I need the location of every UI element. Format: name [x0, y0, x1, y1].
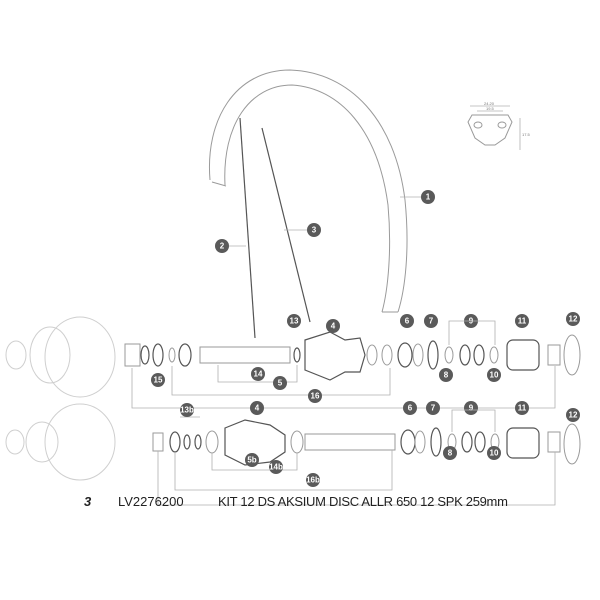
- callout-12b: 12: [566, 408, 580, 422]
- callout-2: 2: [215, 239, 229, 253]
- bottom-leader-lines: [157, 416, 556, 506]
- legend-ref-number: 3: [84, 494, 92, 509]
- callout-16: 16: [308, 389, 322, 403]
- svg-text:5: 5: [278, 379, 283, 388]
- part-legend-row: 3 LV2276200 KIT 12 DS AKSIUM DISC ALLR 6…: [0, 494, 600, 514]
- svg-text:14b: 14b: [269, 463, 283, 472]
- front-hub-ghost: [5, 316, 116, 398]
- svg-text:13: 13: [290, 317, 299, 326]
- callout-4b: 4: [250, 401, 264, 415]
- spoke-nipple: [261, 127, 311, 323]
- svg-text:8: 8: [444, 371, 449, 380]
- callout-11: 11: [515, 314, 529, 328]
- callout-8: 8: [439, 368, 453, 382]
- svg-text:12: 12: [569, 411, 578, 420]
- svg-text:15: 15: [154, 376, 163, 385]
- callout-13: 13: [287, 314, 301, 328]
- svg-text:2: 2: [220, 242, 225, 251]
- callout-8b: 8: [443, 446, 457, 460]
- svg-text:3: 3: [312, 226, 317, 235]
- callout-16b: 16b: [306, 473, 320, 487]
- callout-11b: 11: [515, 401, 529, 415]
- svg-text:10: 10: [490, 371, 499, 380]
- rear-hub-ghost: [5, 403, 116, 481]
- callout-6b: 6: [403, 401, 417, 415]
- svg-text:12: 12: [569, 315, 578, 324]
- legend-part-code: LV2276200: [118, 494, 184, 509]
- rim-inner-width-dim: 19.5: [486, 106, 495, 111]
- svg-text:5b: 5b: [247, 456, 256, 465]
- callout-14: 14: [251, 367, 265, 381]
- svg-text:4: 4: [331, 322, 336, 331]
- top-hub-parts: [124, 331, 581, 381]
- svg-text:16: 16: [311, 392, 320, 401]
- legend-part-description: KIT 12 DS AKSIUM DISC ALLR 650 12 SPK 25…: [218, 494, 508, 509]
- callout-9b: 9: [464, 401, 478, 415]
- callout-7b: 7: [426, 401, 440, 415]
- svg-text:7: 7: [429, 317, 434, 326]
- callout-7: 7: [424, 314, 438, 328]
- callout-13b: 13b: [180, 403, 194, 417]
- top-leader-lines: [131, 365, 556, 409]
- callout-5b: 5b: [245, 453, 259, 467]
- callout-10: 10: [487, 368, 501, 382]
- svg-text:8: 8: [448, 449, 453, 458]
- callout-1: 1: [421, 190, 435, 204]
- callout-6: 6: [400, 314, 414, 328]
- callout-4: 4: [326, 319, 340, 333]
- callout-3: 3: [307, 223, 321, 237]
- callout-5: 5: [273, 376, 287, 390]
- svg-text:13b: 13b: [180, 406, 194, 415]
- svg-text:10: 10: [490, 449, 499, 458]
- svg-text:6: 6: [408, 404, 413, 413]
- svg-text:1: 1: [426, 193, 431, 202]
- rim: [208, 69, 408, 313]
- svg-text:6: 6: [405, 317, 410, 326]
- callout-14b: 14b: [269, 460, 283, 474]
- rim-profile-inset: 24.20 19.5 17.5: [467, 101, 531, 150]
- svg-text:16b: 16b: [306, 476, 320, 485]
- svg-text:14: 14: [254, 370, 263, 379]
- svg-text:4: 4: [255, 404, 260, 413]
- svg-text:11: 11: [518, 404, 527, 413]
- spoke: [239, 117, 256, 339]
- rim-height-dim: 17.5: [522, 132, 531, 137]
- svg-text:9: 9: [469, 404, 474, 413]
- svg-text:11: 11: [518, 317, 527, 326]
- bottom-hub-parts: [152, 419, 581, 466]
- callout-10b: 10: [487, 446, 501, 460]
- callout-15: 15: [151, 373, 165, 387]
- svg-text:7: 7: [431, 404, 436, 413]
- rim-width-dim: 24.20: [484, 101, 495, 106]
- callout-12: 12: [566, 312, 580, 326]
